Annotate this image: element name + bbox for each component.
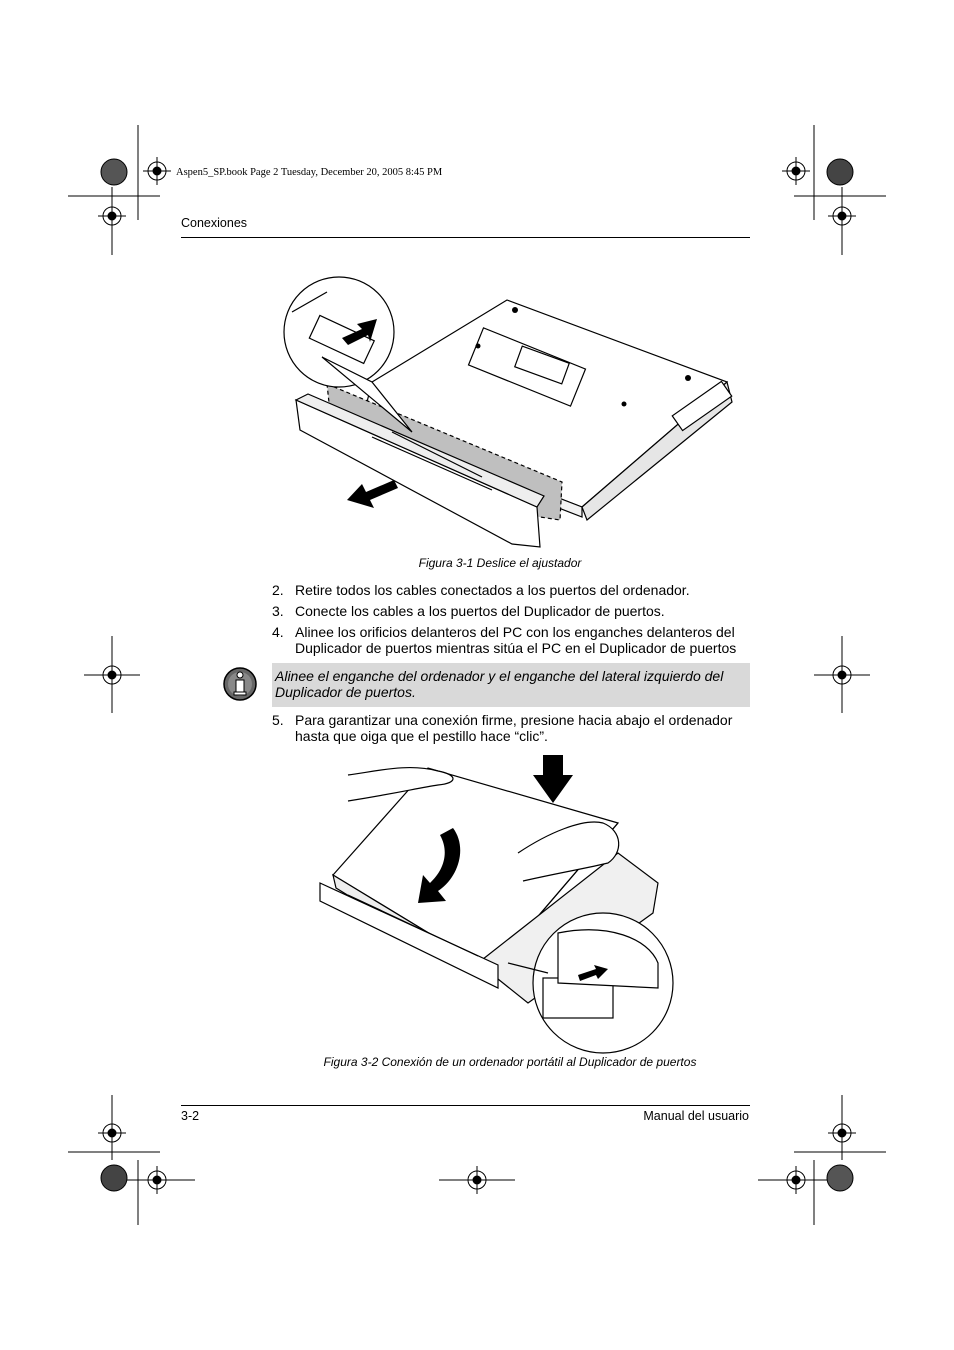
- note-box: Alinee el enganche del ordenador y el en…: [272, 663, 750, 707]
- page-number: 3-2: [181, 1109, 200, 1123]
- footer-title: Manual del usuario: [643, 1109, 749, 1123]
- info-icon: [223, 667, 257, 701]
- figure-1-illustration: [283, 276, 733, 548]
- figure-1-caption: Figura 3-1 Deslice el ajustador: [418, 556, 582, 570]
- header-rule: [181, 237, 750, 238]
- note-text: Alinee el enganche del ordenador y el en…: [275, 668, 724, 700]
- running-header: Conexiones: [181, 216, 248, 230]
- print-mark: Aspen5_SP.book Page 2 Tuesday, December …: [176, 167, 443, 178]
- figure-2-caption: Figura 3-2 Conexión de un ordenador port…: [323, 1055, 697, 1069]
- figure-2-illustration: [319, 755, 674, 1054]
- footer-rule: [181, 1105, 750, 1106]
